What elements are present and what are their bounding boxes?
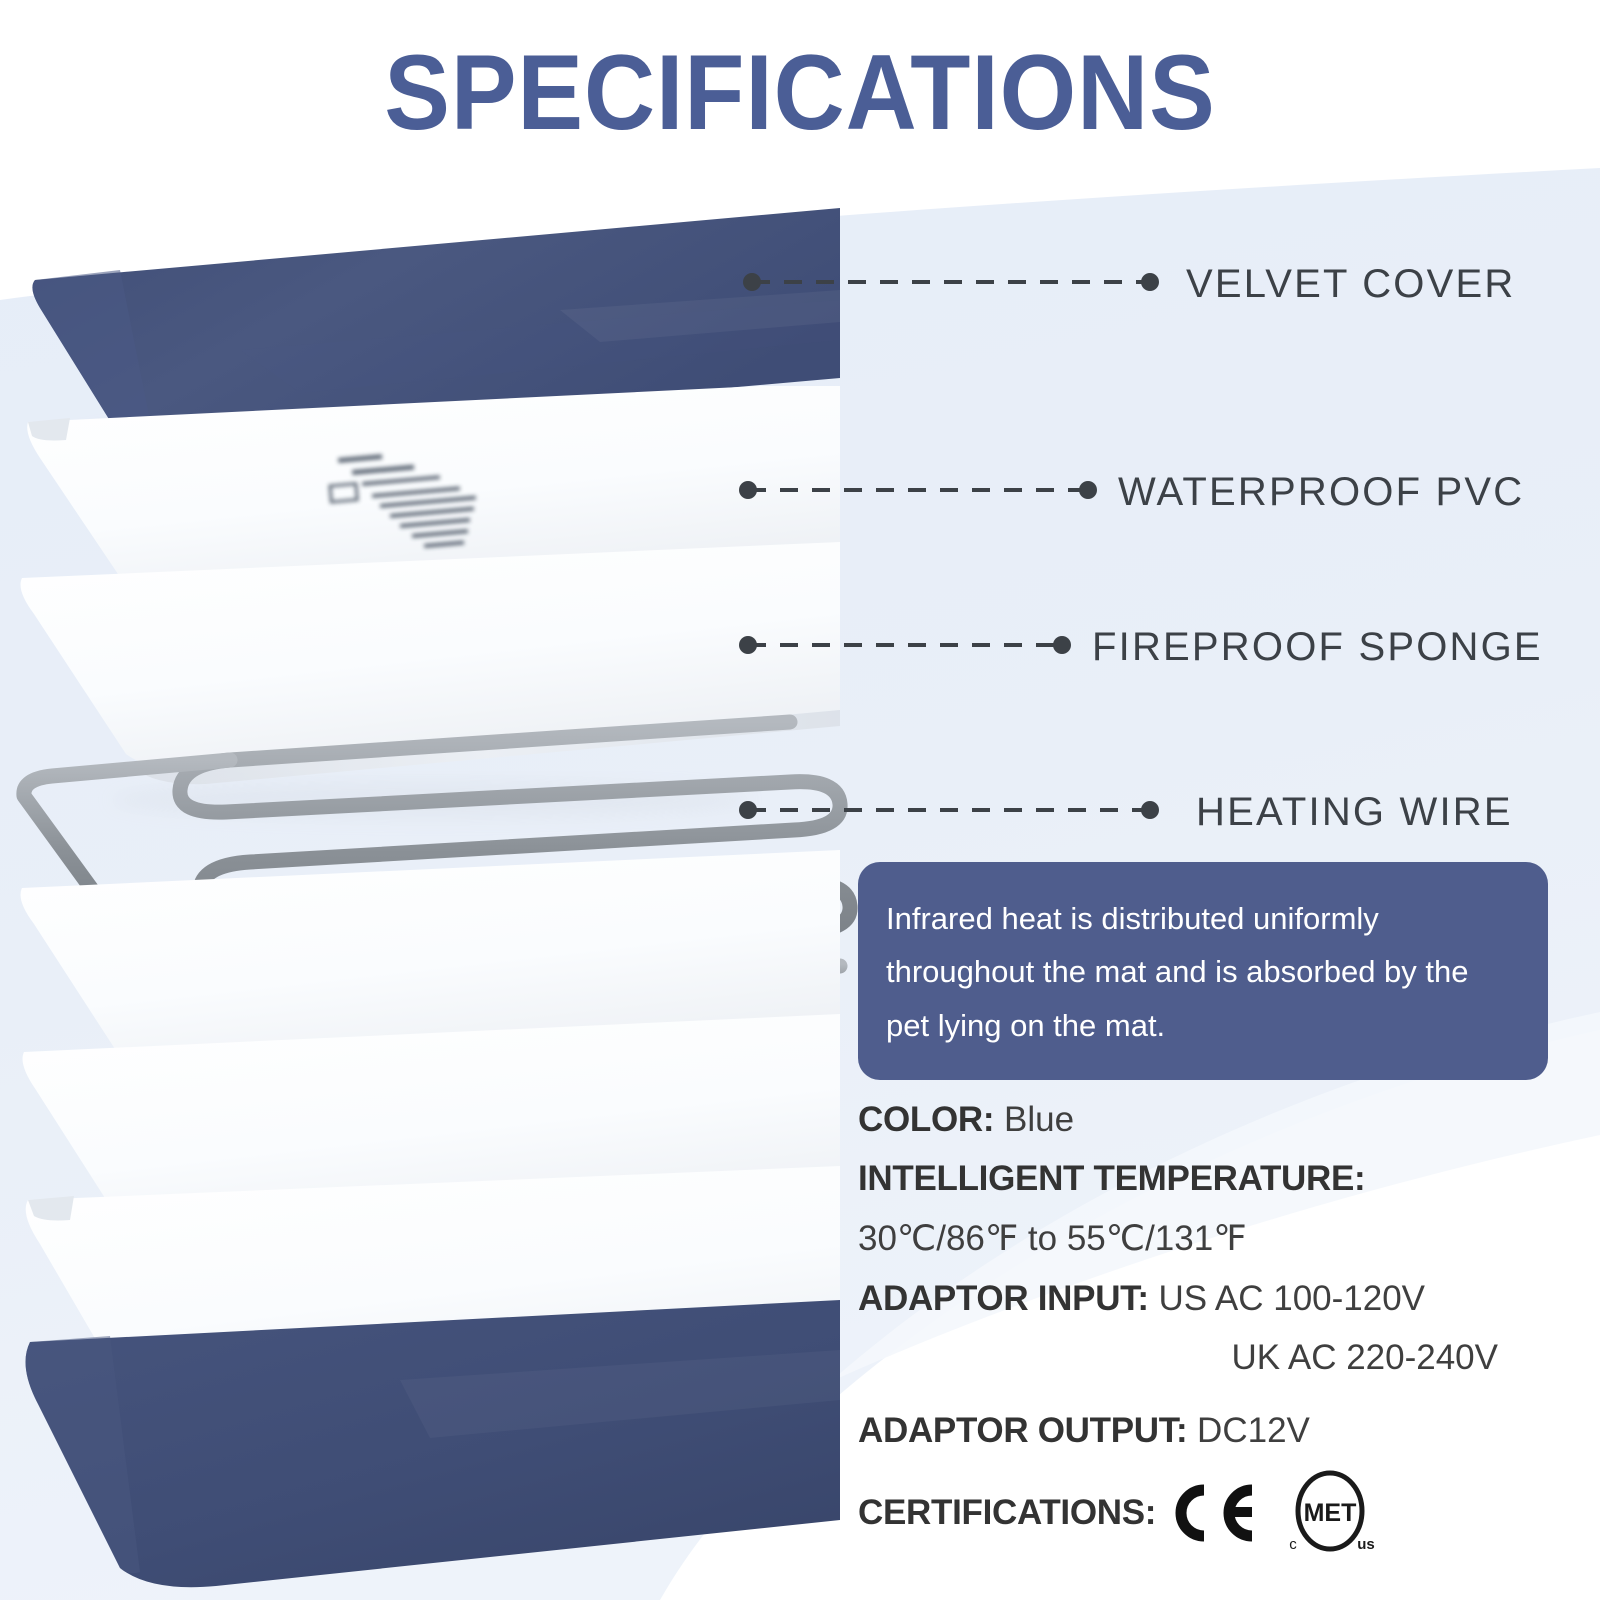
page-title: SPECIFICATIONS xyxy=(384,32,1216,152)
spec-label-color: COLOR: xyxy=(858,1100,995,1139)
ce-mark-icon xyxy=(1175,1484,1253,1542)
callout-label-heating-wire: HEATING WIRE xyxy=(1196,790,1513,834)
spec-value-temperature: 30℃/86℉ to 55℃/131℉ xyxy=(858,1218,1247,1258)
met-mark-sub-right: us xyxy=(1357,1536,1375,1553)
met-mark-text: MET xyxy=(1304,1499,1357,1527)
info-callout-text: Infrared heat is distributed uniformly t… xyxy=(886,901,1469,1043)
spec-label-adaptor-output: ADAPTOR OUTPUT: xyxy=(858,1410,1188,1450)
met-mark-sub-left: c xyxy=(1289,1536,1297,1553)
spec-row-temperature: INTELLIGENT TEMPERATURE: xyxy=(858,1157,1584,1202)
spec-row-certifications: CERTIFICATIONS: MET c us xyxy=(858,1467,1584,1559)
leader-velvet-cover xyxy=(743,273,1159,291)
spec-row-color: COLOR: Blue xyxy=(858,1098,1584,1143)
callout-label-waterproof-pvc: WATERPROOF PVC xyxy=(1118,470,1525,514)
certification-marks: MET c us xyxy=(1170,1467,1376,1559)
specifications-list: COLOR: Blue INTELLIGENT TEMPERATURE: 30℃… xyxy=(858,1098,1584,1559)
spec-value-adaptor-input-uk: UK AC 220-240V xyxy=(1231,1337,1498,1377)
callout-label-velvet-cover: VELVET COVER xyxy=(1186,262,1516,306)
spec-value-adaptor-output: DC12V xyxy=(1197,1410,1310,1450)
callout-label-fireproof-sponge: FIREPROOF SPONGE xyxy=(1092,625,1543,669)
spec-label-temperature: INTELLIGENT TEMPERATURE: xyxy=(858,1158,1366,1198)
leader-fireproof-sponge xyxy=(739,636,1071,654)
spec-label-certifications: CERTIFICATIONS: xyxy=(858,1493,1157,1533)
spec-value-adaptor-input-us: US AC 100-120V xyxy=(1158,1279,1426,1319)
spec-row-adaptor-output: ADAPTOR OUTPUT: DC12V xyxy=(858,1409,1584,1454)
leader-waterproof-pvc xyxy=(739,481,1097,499)
spec-row-adaptor-input: ADAPTOR INPUT: US AC 100-120V xyxy=(858,1277,1584,1322)
care-label-print xyxy=(328,454,476,548)
exploded-product-illustration xyxy=(0,190,860,1600)
layer-bottom-velvet xyxy=(25,1300,840,1588)
leader-heating-wire xyxy=(739,801,1159,819)
spec-value-color: Blue xyxy=(1003,1100,1075,1139)
met-mark-icon: MET c us xyxy=(1289,1470,1375,1553)
info-callout-box: Infrared heat is distributed uniformly t… xyxy=(858,862,1548,1080)
spec-label-adaptor-input: ADAPTOR INPUT: xyxy=(858,1279,1149,1319)
product-layers xyxy=(16,208,858,1588)
